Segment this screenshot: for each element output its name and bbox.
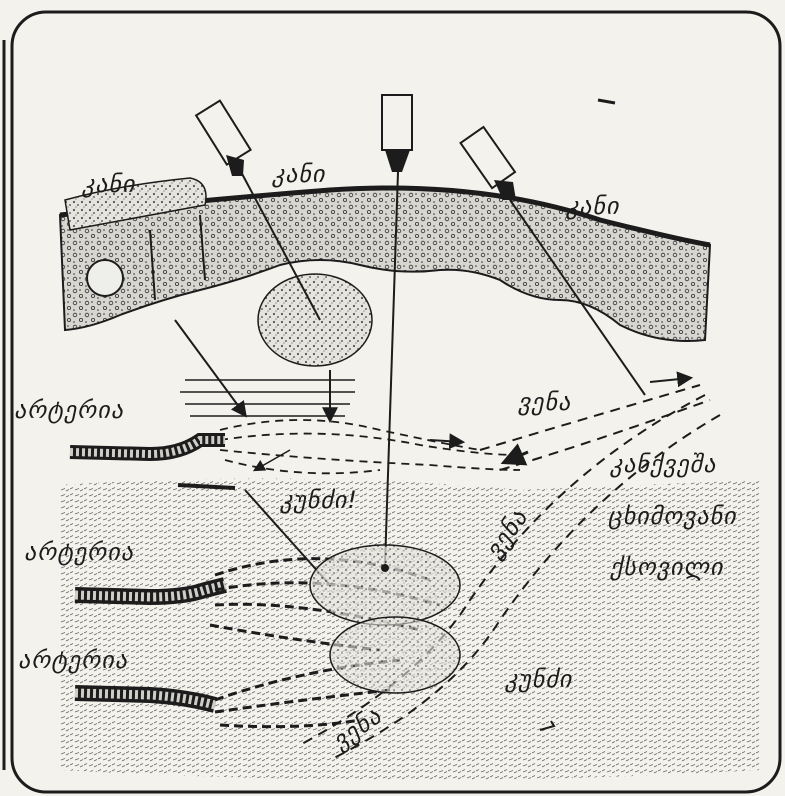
label-artery-2: არტერია — [24, 538, 134, 566]
arrow-flow-2 — [505, 452, 528, 462]
label-node-2: კუნძი — [504, 665, 573, 693]
label-vein-1: ვენა — [517, 388, 571, 416]
deep-depot-upper — [310, 545, 460, 625]
ink-mark — [598, 100, 615, 103]
label-skin-2: კანი — [271, 160, 326, 188]
arrow-vein-right — [650, 378, 690, 382]
capillaries-upper — [220, 420, 520, 473]
hair-follicle — [87, 260, 123, 296]
label-artery-3: არტერია — [18, 646, 128, 674]
label-skin-1: კანი — [81, 170, 136, 198]
injection-depot — [258, 274, 372, 366]
label-subcutaneous: კანქვეშა — [609, 450, 716, 478]
label-node-1: კუნძი! — [279, 486, 358, 514]
label-tissue: ქსოვილი — [609, 553, 724, 581]
label-skin-3: კანი — [565, 192, 620, 220]
needle-tip — [381, 564, 389, 572]
label-artery-1: არტერია — [14, 396, 124, 424]
arrow-down-left — [175, 320, 245, 415]
label-fatty: ცხიმოვანი — [607, 502, 737, 530]
fibre-lines — [180, 380, 355, 416]
deep-depot-lower — [330, 617, 460, 693]
